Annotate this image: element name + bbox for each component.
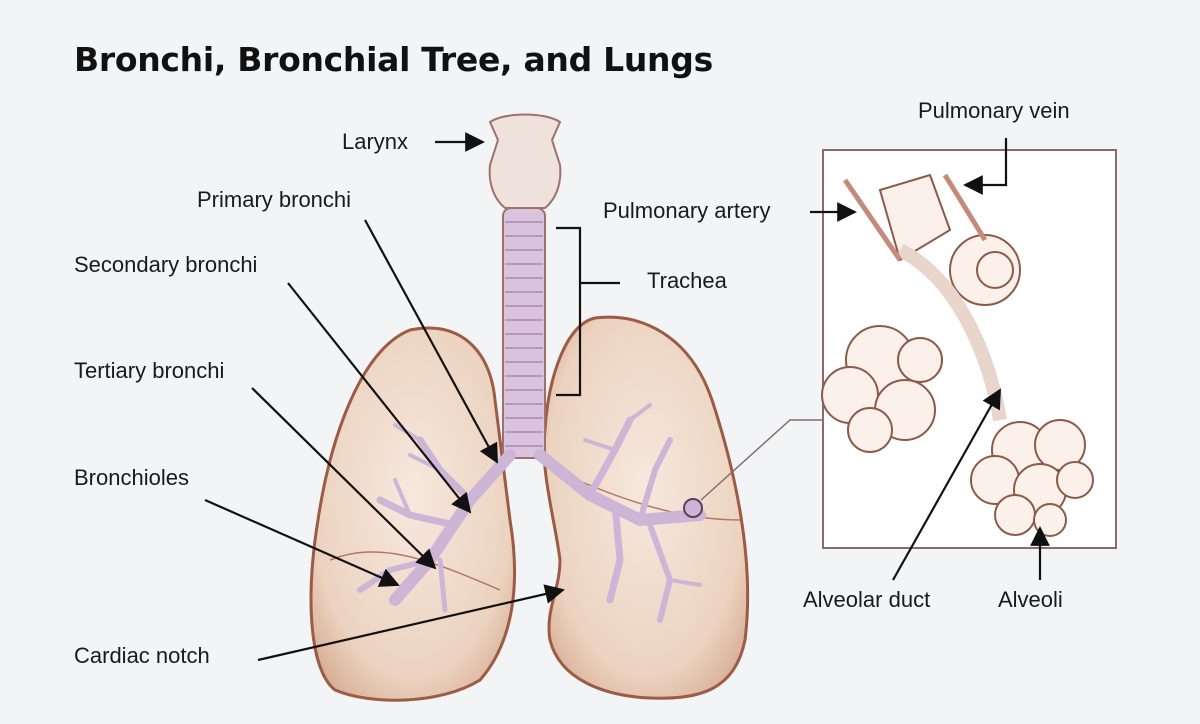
leader-lines [204,132,1050,662]
label-secondary-bronchi: Secondary bronchi [74,252,258,277]
primary-bronchi-leader [364,219,498,464]
larynx-shape [488,113,562,209]
label-pulmonary-vein: Pulmonary vein [918,98,1070,123]
trachea-shape [502,207,546,459]
alveolar-duct-leader [892,388,1001,581]
right-lung-fissure [329,551,501,591]
label-larynx: Larynx [342,129,409,154]
label-bronchioles: Bronchioles [74,465,189,490]
bronchial-tree [357,403,706,623]
diagram-title: Bronchi, Bronchial Tree, and Lungs [74,40,713,79]
cardiac-notch-leader [257,584,565,662]
trachea-rings [505,221,543,447]
secondary-bronchi-leader [287,282,472,514]
label-trachea: Trachea [647,268,727,293]
label-primary-bronchi: Primary bronchi [197,187,352,212]
alveolar-sacs [821,173,1094,537]
pulmonary-vein-leader [963,138,1008,195]
detail-connector [700,419,823,501]
label-tertiary-bronchi: Tertiary bronchi [74,358,225,383]
pulmonary-vein-vessel [942,173,988,242]
label-alveoli: Alveoli [998,587,1063,612]
detail-focus-circle [683,498,703,518]
trachea-bracket [556,226,582,397]
label-alveolar-duct: Alveolar duct [803,587,931,612]
pulmonary-artery-vessel [842,178,903,262]
tertiary-bronchi-leader [251,387,437,570]
label-pulmonary-artery: Pulmonary artery [603,198,771,223]
label-cardiac-notch: Cardiac notch [74,643,210,668]
bronchioles-leader [204,498,400,587]
